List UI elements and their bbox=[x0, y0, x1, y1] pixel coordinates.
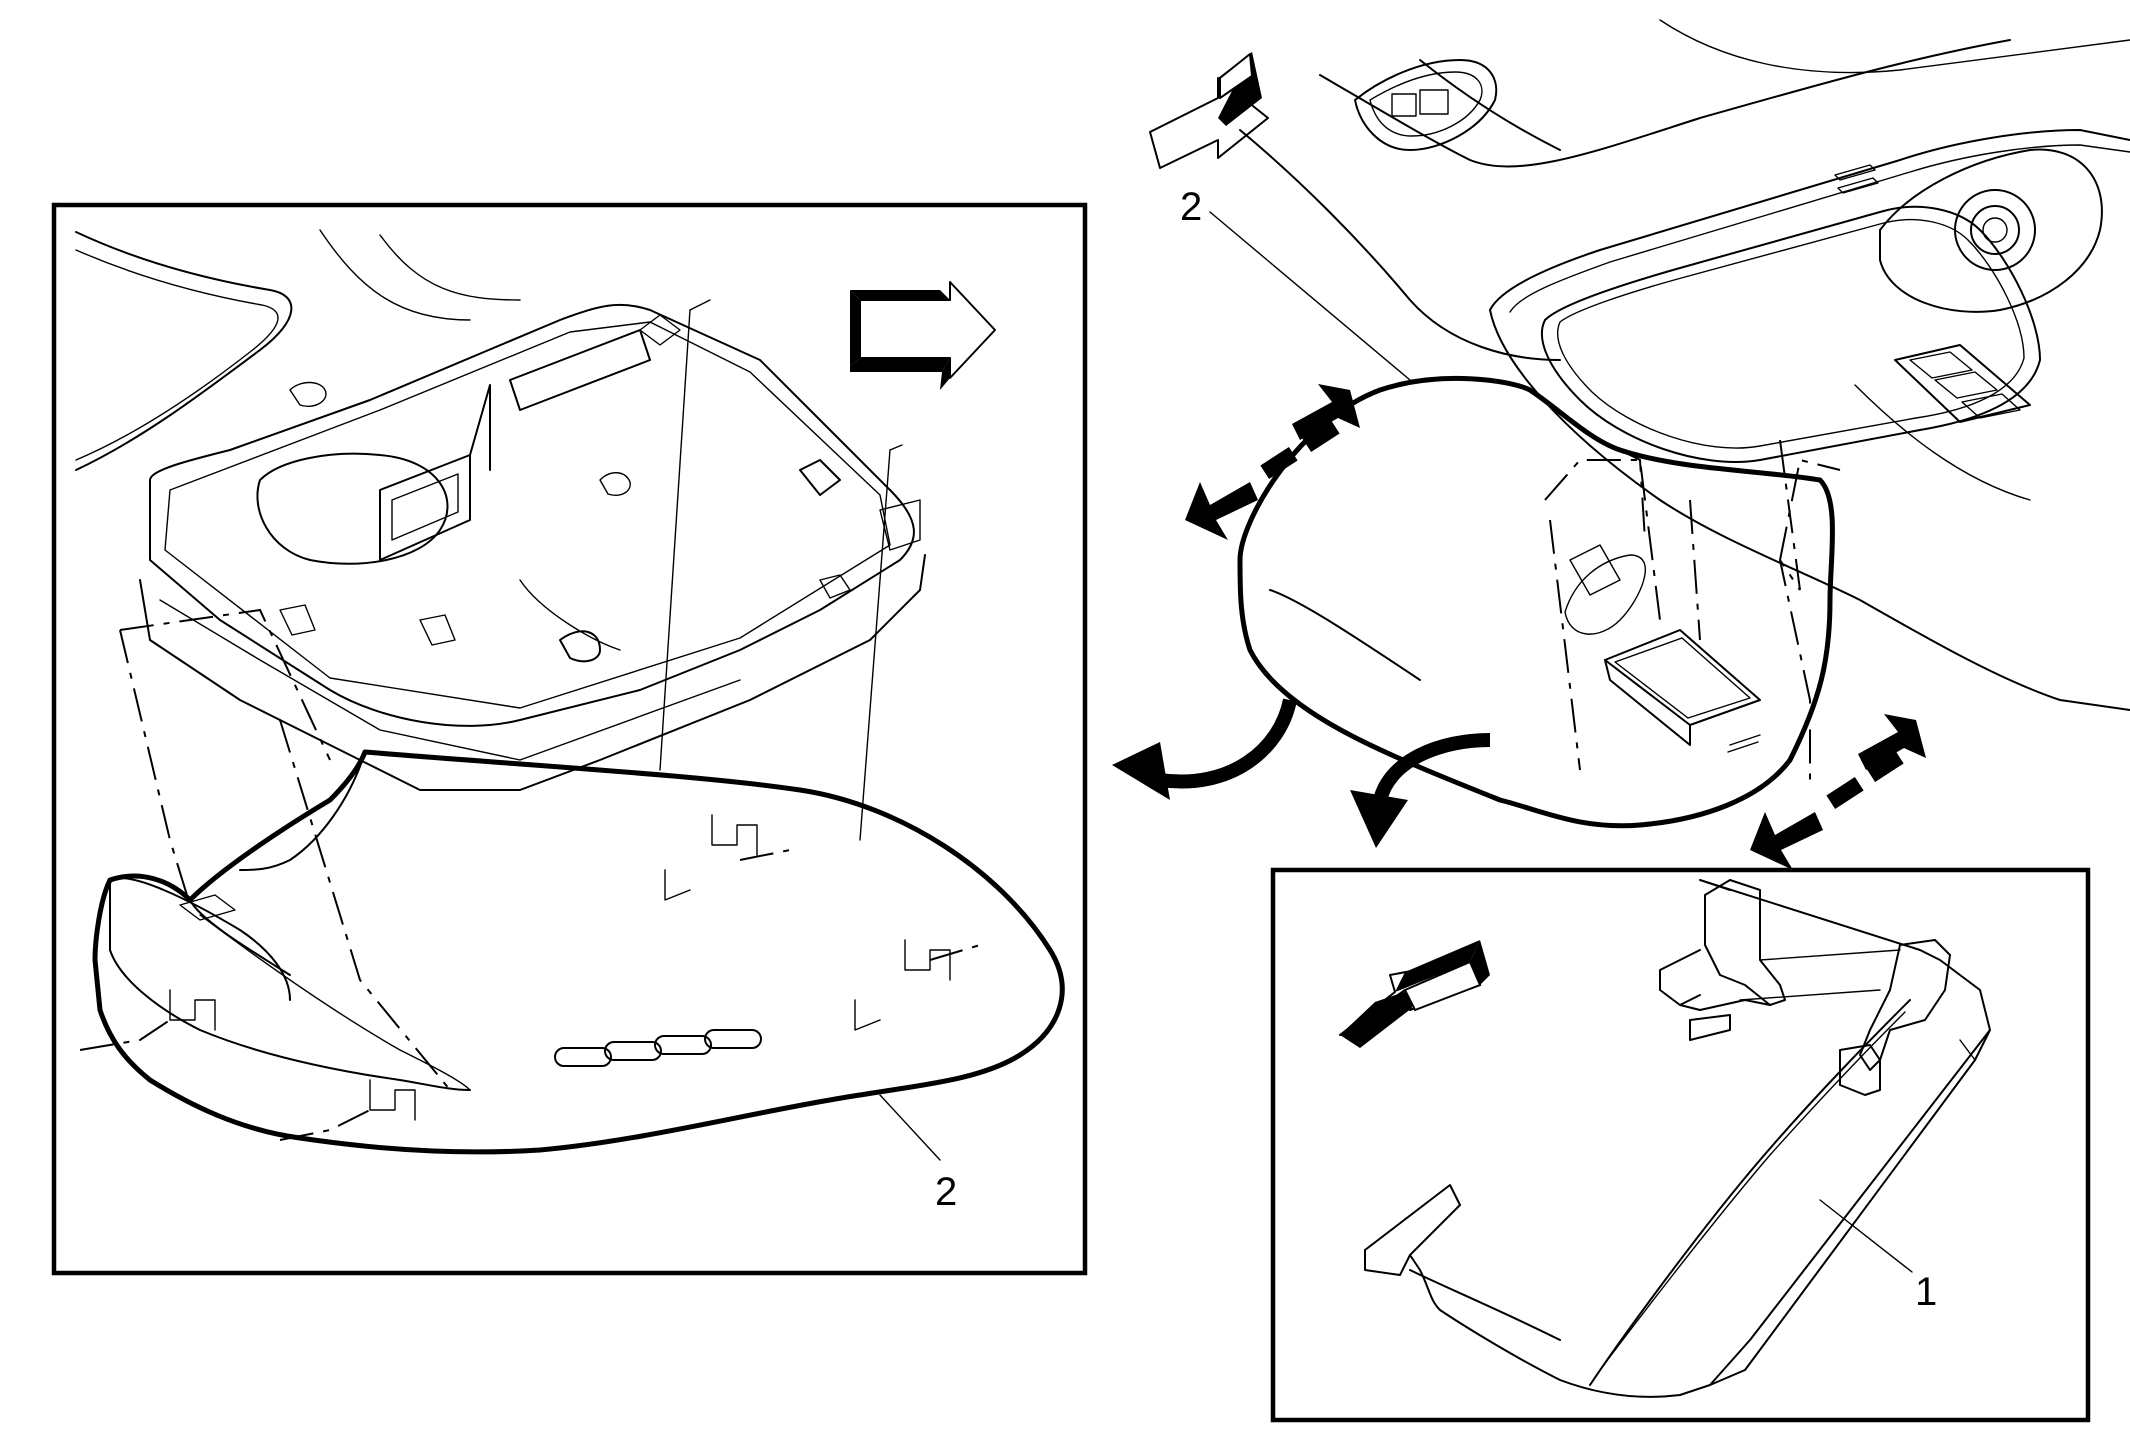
direction-arrow-left-icon bbox=[1339, 940, 1490, 1048]
curved-arrow-left-icon bbox=[1112, 698, 1297, 800]
console-housing bbox=[139, 303, 926, 791]
direction-arrow-right-icon bbox=[850, 281, 996, 390]
curved-arrow-down-icon bbox=[1350, 733, 1491, 848]
leader-line-top bbox=[1209, 211, 1411, 381]
leader-line-left-inset bbox=[879, 1094, 941, 1161]
grab-handle bbox=[1354, 59, 1498, 151]
grip-slots bbox=[554, 1029, 762, 1067]
callout-label-top: 2 bbox=[1180, 185, 1202, 229]
switch-bank bbox=[1894, 344, 2031, 423]
callout-label-right-inset: 1 bbox=[1915, 1270, 1937, 1314]
callout-label-left-inset: 2 bbox=[935, 1170, 957, 1214]
double-arrow-left-icon bbox=[1185, 384, 1360, 540]
storage-bin-door bbox=[1364, 879, 1991, 1398]
double-arrow-right-icon bbox=[1750, 714, 1926, 870]
left-inset: 2 bbox=[51, 202, 1088, 1276]
forward-arrow-icon bbox=[1149, 52, 1269, 169]
storage-bin bbox=[92, 749, 1065, 1155]
right-inset: 1 bbox=[1270, 867, 2091, 1423]
storage-bin-opening bbox=[1237, 376, 1841, 829]
overhead-console bbox=[1489, 129, 2130, 711]
leader-line-right-inset bbox=[1819, 1199, 1913, 1273]
guide-line bbox=[659, 309, 691, 771]
headliner-view: 2 bbox=[1112, 19, 2130, 870]
